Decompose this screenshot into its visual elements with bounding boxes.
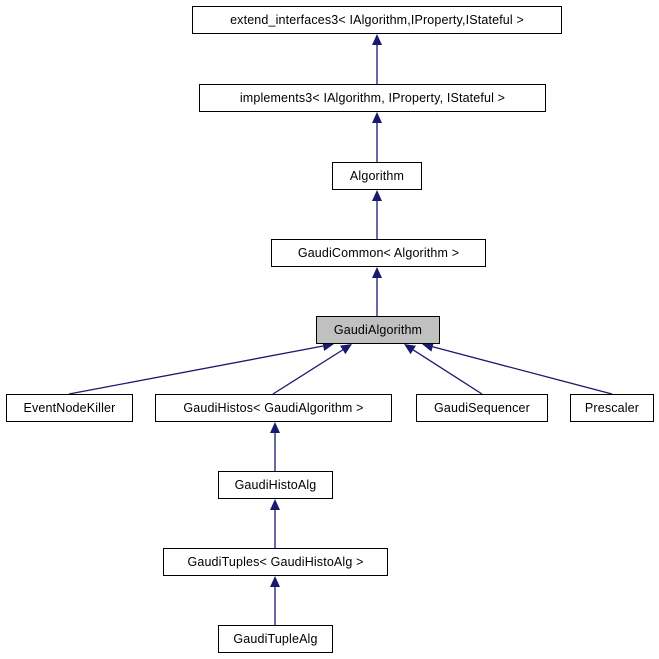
inheritance-arrowhead: [372, 267, 382, 278]
class-node-label: GaudiTuples< GaudiHistoAlg >: [187, 554, 364, 569]
class-node-implements3[interactable]: implements3< IAlgorithm, IProperty, ISta…: [199, 84, 546, 112]
class-node-label: implements3< IAlgorithm, IProperty, ISta…: [239, 90, 506, 105]
class-node-GaudiCommon_Algorithm[interactable]: GaudiCommon< Algorithm >: [271, 239, 486, 267]
class-node-Algorithm[interactable]: Algorithm: [332, 162, 422, 190]
inheritance-arrowhead: [372, 34, 382, 45]
edge-GaudiHistoAlg-to-GaudiHistos_GaudiAlgorithm: [270, 422, 280, 471]
edge-implements3-to-extend_interfaces3: [372, 34, 382, 84]
class-node-GaudiTuples_GaudiHistoAlg[interactable]: GaudiTuples< GaudiHistoAlg >: [163, 548, 388, 576]
class-node-label: EventNodeKiller: [23, 400, 116, 415]
edge-Prescaler-to-GaudiAlgorithm: [422, 341, 613, 395]
class-node-GaudiTupleAlg[interactable]: GaudiTupleAlg: [218, 625, 333, 653]
class-node-label: GaudiHistoAlg: [234, 477, 317, 492]
inheritance-arrowhead: [340, 344, 352, 355]
class-node-extend_interfaces3[interactable]: extend_interfaces3< IAlgorithm,IProperty…: [192, 6, 562, 34]
class-node-label: GaudiSequencer: [434, 400, 530, 415]
class-node-label: GaudiAlgorithm: [333, 322, 423, 337]
inheritance-arrowhead: [372, 112, 382, 123]
class-node-label: GaudiHistos< GaudiAlgorithm >: [183, 400, 364, 415]
inheritance-arrowhead: [372, 190, 382, 201]
inheritance-arrowhead: [270, 499, 280, 510]
inheritance-arrowhead: [270, 576, 280, 587]
class-node-label: Algorithm: [349, 168, 405, 183]
class-node-label: GaudiCommon< Algorithm >: [297, 245, 460, 260]
class-node-GaudiHistoAlg[interactable]: GaudiHistoAlg: [218, 471, 333, 499]
edge-GaudiAlgorithm-to-GaudiCommon_Algorithm: [372, 267, 382, 316]
edge-EventNodeKiller-to-GaudiAlgorithm: [68, 341, 334, 395]
edge-line: [432, 346, 613, 395]
edge-line: [68, 345, 324, 395]
edge-GaudiSequencer-to-GaudiAlgorithm: [404, 344, 483, 395]
inheritance-arrowhead: [270, 422, 280, 433]
edge-GaudiHistos_GaudiAlgorithm-to-GaudiAlgorithm: [272, 344, 352, 395]
class-node-label: Prescaler: [584, 400, 640, 415]
edge-GaudiCommon_Algorithm-to-Algorithm: [372, 190, 382, 239]
edge-line: [412, 349, 483, 395]
edge-GaudiTupleAlg-to-GaudiTuples_GaudiHistoAlg: [270, 576, 280, 625]
class-node-label: extend_interfaces3< IAlgorithm,IProperty…: [230, 12, 524, 27]
class-node-label: GaudiTupleAlg: [233, 631, 318, 646]
class-node-GaudiAlgorithm[interactable]: GaudiAlgorithm: [316, 316, 440, 344]
class-node-Prescaler[interactable]: Prescaler: [570, 394, 654, 422]
edge-Algorithm-to-implements3: [372, 112, 382, 162]
class-node-GaudiSequencer[interactable]: GaudiSequencer: [416, 394, 548, 422]
inheritance-arrowhead: [404, 344, 416, 355]
edge-line: [272, 349, 344, 395]
edge-GaudiTuples_GaudiHistoAlg-to-GaudiHistoAlg: [270, 499, 280, 548]
class-node-GaudiHistos_GaudiAlgorithm[interactable]: GaudiHistos< GaudiAlgorithm >: [155, 394, 392, 422]
class-node-EventNodeKiller[interactable]: EventNodeKiller: [6, 394, 133, 422]
